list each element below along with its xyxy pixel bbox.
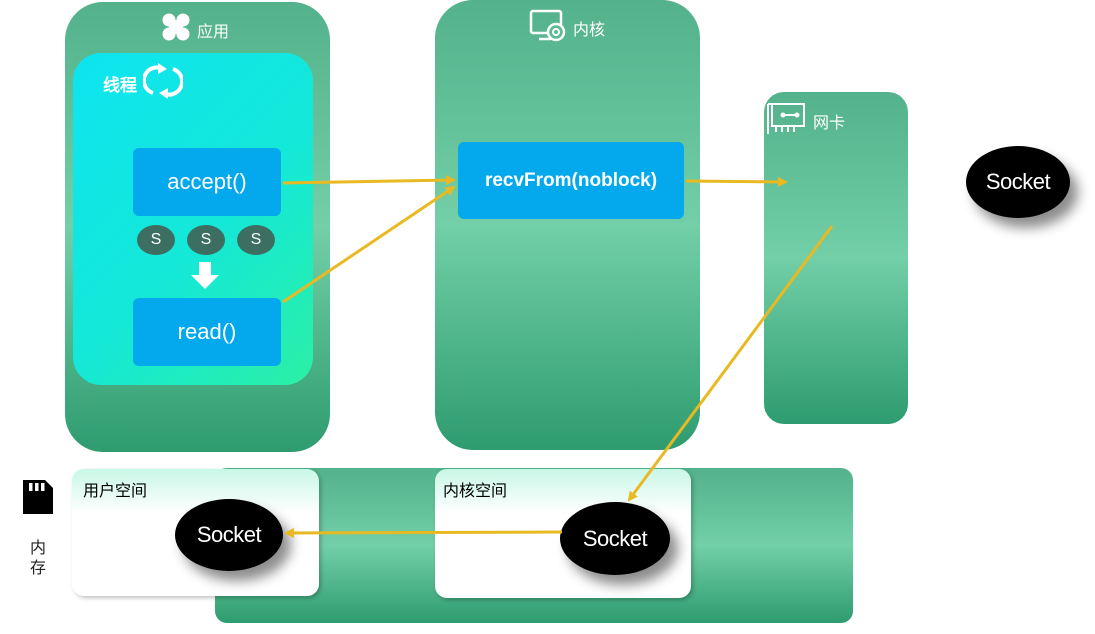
down-arrow-icon	[191, 262, 219, 295]
read-label: read()	[177, 319, 237, 344]
clover-app-icon	[161, 12, 191, 47]
kernel-space-title: 内核空间	[443, 483, 508, 500]
socket-kernel-space: Socket	[560, 502, 670, 575]
app-panel-header: 应用	[161, 12, 229, 47]
refresh-cycle-icon	[141, 63, 185, 104]
app-panel-title: 应用	[197, 23, 230, 41]
s-dot-3: S	[237, 225, 275, 255]
user-space-title: 用户空间	[83, 483, 148, 500]
s-dot-2: S	[187, 225, 225, 255]
thread-header: 线程	[103, 63, 185, 104]
thread-title: 线程	[103, 76, 137, 95]
accept-box: accept()	[133, 148, 281, 216]
arrow-accept-to-recvfrom	[282, 175, 456, 186]
socket-external: Socket	[966, 146, 1070, 218]
nic-panel: 网卡	[764, 92, 908, 424]
memory-label-line2: 存	[29, 560, 46, 577]
sd-card-icon	[20, 478, 56, 521]
kernel-panel-title: 内核	[573, 21, 606, 39]
recvfrom-box: recvFrom(noblock)	[458, 142, 684, 219]
memory-label-line1: 内	[29, 540, 46, 557]
nic-panel-header: 网卡	[767, 100, 845, 141]
monitor-gear-icon	[529, 8, 567, 47]
kernel-panel: 内核	[435, 0, 700, 450]
arrow-nic-to-kernel-socket	[627, 225, 834, 502]
read-box: read()	[133, 298, 281, 366]
arrow-read-to-recvfrom	[282, 185, 456, 304]
kernel-panel-header: 内核	[529, 8, 605, 47]
recvfrom-label: recvFrom(noblock)	[484, 169, 658, 191]
arrow-recvfrom-to-nic	[685, 176, 788, 187]
s-dot-1: S	[137, 225, 175, 255]
arrow-kernel-socket-to-user-socket	[284, 527, 563, 538]
network-card-icon	[767, 100, 807, 141]
accept-label: accept()	[167, 169, 247, 194]
socket-user-space: Socket	[175, 499, 283, 571]
memory-label: 内 存	[20, 478, 56, 579]
nic-panel-title: 网卡	[813, 114, 846, 132]
